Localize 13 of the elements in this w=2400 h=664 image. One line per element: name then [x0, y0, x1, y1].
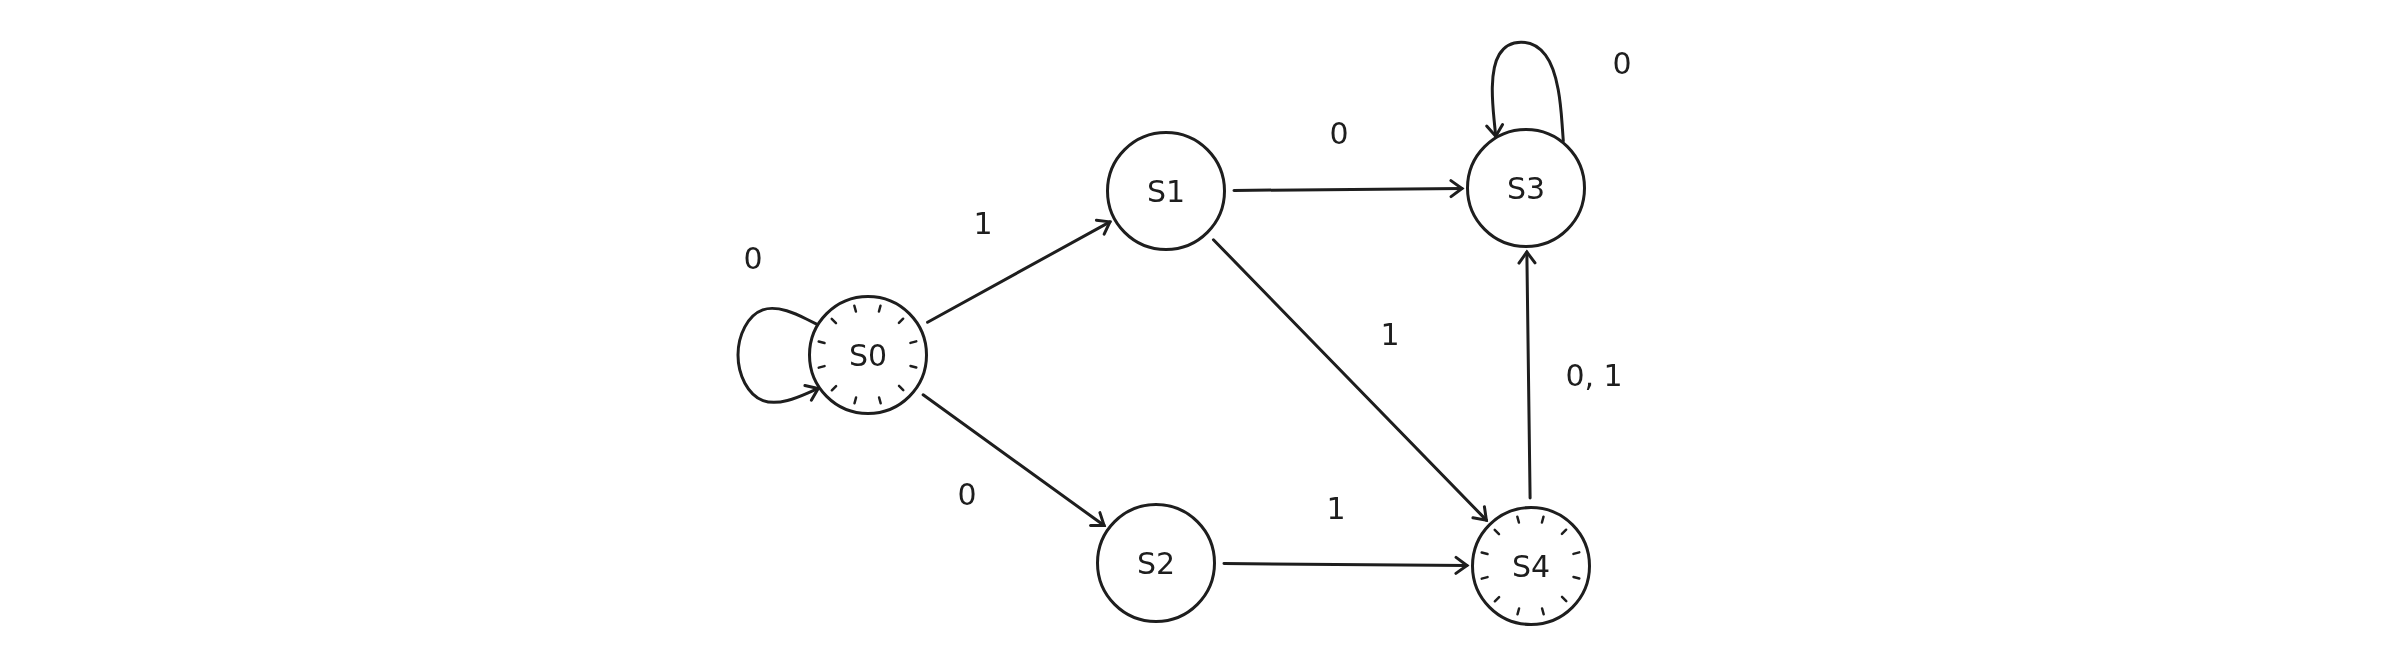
- arrow: [1485, 40, 1565, 143]
- state-label: S1: [1146, 173, 1186, 209]
- arrow: [1222, 555, 1469, 575]
- state-label: S0: [848, 337, 888, 373]
- state-label: S3: [1506, 170, 1546, 206]
- arrow: [1211, 238, 1488, 522]
- state-label: S4: [1511, 548, 1551, 584]
- state-label: S2: [1136, 545, 1176, 581]
- arrow: [921, 393, 1106, 528]
- arrow: [1517, 250, 1537, 500]
- arrow: [1232, 179, 1464, 199]
- arrow: [736, 306, 820, 404]
- arrow: [926, 218, 1112, 324]
